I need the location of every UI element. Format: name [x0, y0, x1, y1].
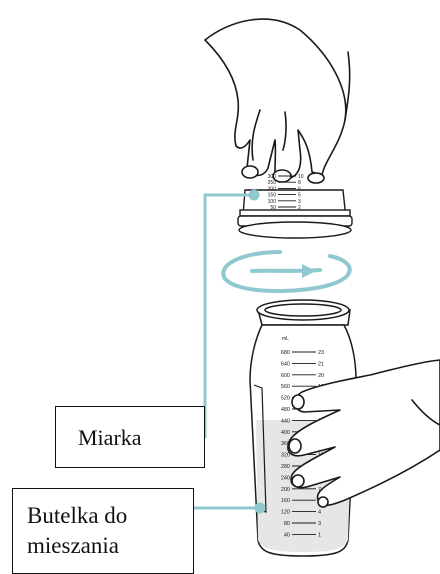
- bottle-scale-ml-label: 400: [281, 430, 290, 436]
- bottle-scale-oz-label: 23: [318, 350, 324, 356]
- measuring-cup-illustration: 300 10 250 8 200 6 150 5 100 3 50 2: [238, 174, 352, 238]
- cup-scale-oz-label: 6: [298, 186, 301, 192]
- bottle-scale-ml-label: 520: [281, 396, 290, 402]
- mixing-bottle-label-line2: mieszania: [27, 531, 193, 561]
- bottle-scale-ml-label: 200: [281, 487, 290, 493]
- bottle-scale-oz-label: 21: [318, 361, 324, 367]
- bottle-scale-oz-label: 4: [318, 510, 321, 516]
- bottle-scale-ml-label: 40: [284, 532, 290, 538]
- cup-scale-ml-label: 300: [268, 174, 277, 180]
- bottle-scale-ml-label: 120: [281, 510, 290, 516]
- mixing-bottle-label: Butelka do mieszania: [12, 488, 194, 574]
- cup-scale-ml-label: 150: [268, 193, 277, 199]
- bottle-scale-ml-label: 160: [281, 498, 290, 504]
- bottle-scale-oz-label: 3: [318, 521, 321, 527]
- bottle-scale-ml-label: 240: [281, 475, 290, 481]
- measuring-cup-label-text: Miarka: [78, 425, 142, 450]
- bottle-scale-ml-label: 680: [281, 350, 290, 356]
- bottle-scale-ml-label: 280: [281, 464, 290, 470]
- cup-scale-oz-label: 2: [298, 205, 301, 211]
- cup-scale-oz-label: 3: [298, 199, 301, 205]
- bottle-scale-oz-label: 1: [318, 532, 321, 538]
- measuring-cup-label: Miarka: [55, 406, 205, 468]
- bottle-scale-ml-label: 600: [281, 373, 290, 379]
- bottle-scale-ml-label: 80: [284, 521, 290, 527]
- bottle-scale-ml-label: 480: [281, 407, 290, 413]
- cup-scale-oz-label: 5: [298, 193, 301, 199]
- measuring-cup-callout-dot: [249, 190, 260, 201]
- cup-scale-ml-label: 100: [268, 199, 277, 205]
- upper-hand-illustration: [205, 19, 350, 183]
- cup-scale-ml-label: 250: [268, 180, 277, 186]
- rotate-arrow-icon: [223, 252, 349, 291]
- cup-scale-oz-label: 8: [298, 180, 301, 186]
- cup-scale-oz-label: 10: [298, 174, 304, 180]
- bottle-scale-oz-label: 20: [318, 373, 324, 379]
- mixing-bottle-callout-dot: [255, 503, 266, 514]
- bottle-scale-ml-label: 320: [281, 453, 290, 459]
- mixing-bottle-label-line1: Butelka do: [27, 501, 193, 531]
- bottle-scale-ml-label: 440: [281, 418, 290, 424]
- cup-scale-ml-label: 200: [268, 186, 277, 192]
- bottle-scale-ml-label: 560: [281, 384, 290, 390]
- bottle-scale-ml-label: 640: [281, 361, 290, 367]
- bottle-unit-ml: mL: [282, 336, 289, 342]
- cup-scale-ml-label: 50: [270, 205, 276, 211]
